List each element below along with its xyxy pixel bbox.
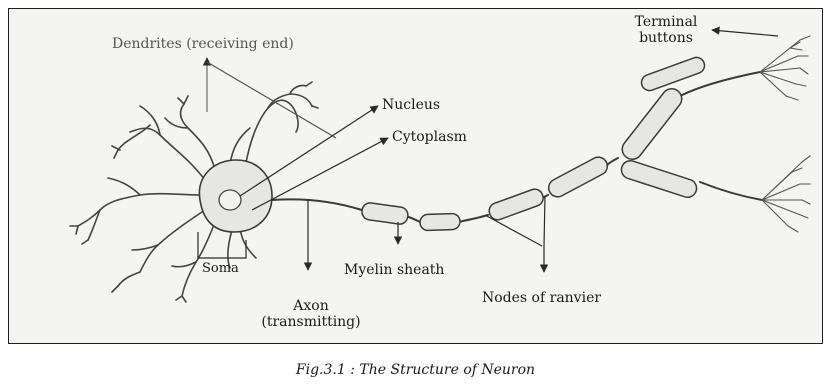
terminal-label-line1: Terminal [618,14,714,30]
axon-label-line1: Axon [256,298,366,314]
dendrites-leader [207,62,336,138]
cytoplasm-label: Cytoplasm [392,129,467,145]
dendrites [70,82,318,302]
nucleus-label: Nucleus [382,97,440,113]
nucleus-shape [219,190,241,210]
terminal-label: Terminal buttons [618,14,714,46]
axon-label-line2: (transmitting) [256,314,366,330]
cytoplasm-arrow [252,138,388,210]
terminal-label-line2: buttons [618,30,714,46]
axon-terminals [760,36,810,232]
soma-body [199,160,272,232]
terminal-arrow [712,30,778,36]
soma-label: Soma [202,262,239,277]
nodes-label: Nodes of ranvier [482,290,601,306]
dendrites-label: Dendrites (receiving end) [112,36,294,52]
myelin-label: Myelin sheath [344,262,444,278]
nodes-leader-right [544,196,545,246]
axon-label: Axon (transmitting) [256,298,366,330]
nodes-leader-left [485,215,542,246]
figure-caption: Fig.3.1 : The Structure of Neuron [0,362,831,378]
